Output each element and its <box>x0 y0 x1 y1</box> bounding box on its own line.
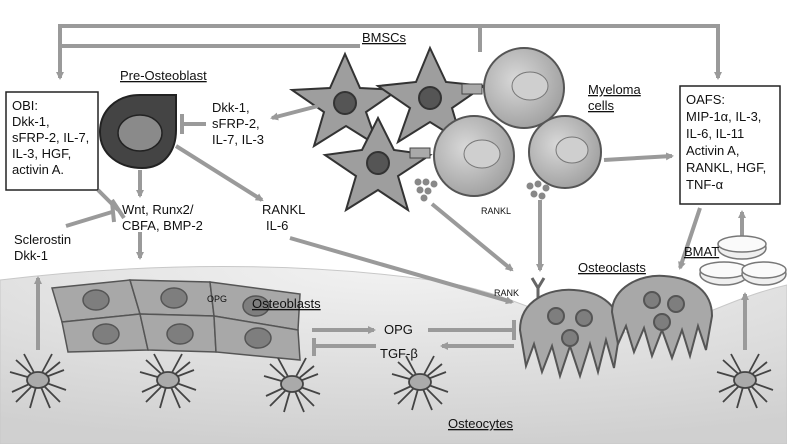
osteoblasts-label: Osteoblasts <box>252 296 321 311</box>
rankl-il6-line-0: RANKL <box>262 202 305 217</box>
osteoblast-row <box>51 279 301 361</box>
opg-small-label: OPG <box>207 294 227 304</box>
signal-arrows <box>34 104 749 350</box>
pre-osteoblast-cell <box>98 94 177 170</box>
oafs-line-4: RANKL, HGF, <box>686 160 766 175</box>
pre-osteoblast-label: Pre-Osteoblast <box>120 68 207 83</box>
tgf-beta-label: TGF-β <box>380 346 418 361</box>
svg-text:OAFS:: OAFS: <box>686 92 725 107</box>
dkk-line-1: sFRP-2, <box>212 116 260 131</box>
sclerostin-line-0: Sclerostin <box>14 232 71 247</box>
svg-text:RANKL, HGF,: RANKL, HGF, <box>686 160 766 175</box>
rankl-il6-line-1: IL-6 <box>266 218 288 233</box>
svg-text:TNF-α: TNF-α <box>686 177 724 192</box>
myeloma-label-line1: Myeloma <box>588 82 642 97</box>
svg-text:IL-6, IL-11: IL-6, IL-11 <box>686 126 744 141</box>
oafs-line-2: IL-6, IL-11 <box>686 126 744 141</box>
obi-line-0: OBI: <box>12 98 38 113</box>
osteocytes-label: Osteocytes <box>448 416 514 431</box>
osteocyte-cells <box>9 353 774 413</box>
top-feedback-arrows <box>56 24 722 80</box>
svg-text:Dkk-1,: Dkk-1, <box>12 114 50 129</box>
wnt-line-0: Wnt, Runx2/ <box>122 202 194 217</box>
svg-text:Activin A,: Activin A, <box>686 143 739 158</box>
bmscs-label: BMSCs <box>362 30 407 45</box>
svg-text:sFRP-2, IL-7,: sFRP-2, IL-7, <box>12 130 89 145</box>
bmat-adipocytes <box>699 235 787 286</box>
osteoclasts-label: Osteoclasts <box>578 260 646 275</box>
obi-line-3: IL-3, HGF, <box>12 146 71 161</box>
osteocyte-4 <box>391 355 449 411</box>
myeloma-cells <box>409 47 602 197</box>
osteocyte-2 <box>139 353 197 409</box>
osteocyte-3 <box>263 357 321 413</box>
obi-line-4: activin A. <box>12 162 64 177</box>
obi-line-2: sFRP-2, IL-7, <box>12 130 89 145</box>
myeloma-label-line2: cells <box>588 98 615 113</box>
dkk-line-2: IL-7, IL-3 <box>212 132 264 147</box>
oafs-line-0: OAFS: <box>686 92 725 107</box>
rankl-particles <box>414 178 550 202</box>
osteoclast-cells <box>518 274 714 380</box>
rank-receptor <box>530 277 546 298</box>
rank-label: RANK <box>494 288 519 298</box>
svg-text:IL-3, HGF,: IL-3, HGF, <box>12 146 71 161</box>
obi-box: OBI: Dkk-1, sFRP-2, IL-7, IL-3, HGF, act… <box>5 91 99 191</box>
osteocyte-5 <box>716 353 774 409</box>
obi-line-1: Dkk-1, <box>12 114 50 129</box>
inhibition-bars <box>110 114 516 356</box>
svg-text:MIP-1α, IL-3,: MIP-1α, IL-3, <box>686 109 761 124</box>
wnt-line-1: CBFA, BMP-2 <box>122 218 203 233</box>
oafs-box: OAFS: MIP-1α, IL-3, IL-6, IL-11 Activin … <box>679 85 781 205</box>
opg-label: OPG <box>384 322 413 337</box>
rankl-small-label: RANKL <box>481 206 511 216</box>
dkk-line-0: Dkk-1, <box>212 100 250 115</box>
oafs-line-3: Activin A, <box>686 143 739 158</box>
svg-text:OBI:: OBI: <box>12 98 38 113</box>
sclerostin-line-1: Dkk-1 <box>14 248 48 263</box>
oafs-line-5: TNF-α <box>686 177 724 192</box>
osteocyte-1 <box>9 353 67 409</box>
svg-text:activin A.: activin A. <box>12 162 64 177</box>
bmat-label: BMAT <box>684 244 719 259</box>
oafs-line-1: MIP-1α, IL-3, <box>686 109 761 124</box>
